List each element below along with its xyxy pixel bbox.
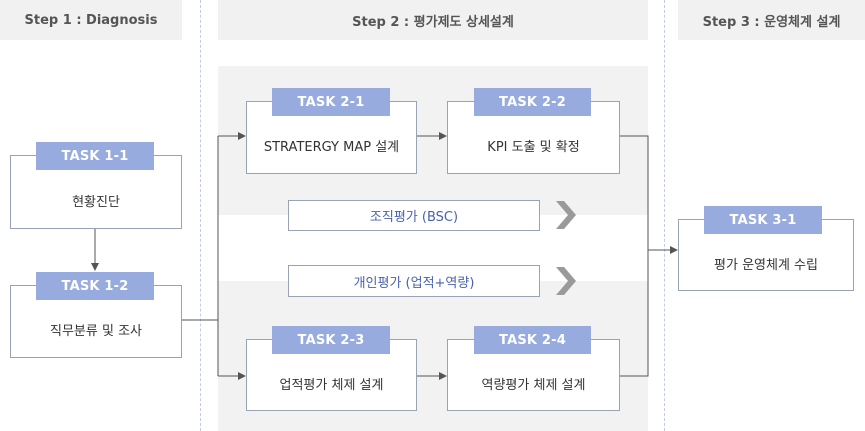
step-3-header: Step 3 : 운영체계 설계 — [678, 0, 865, 40]
task-2-3-label: 업적평가 체제 설계 — [279, 377, 384, 393]
task-2-1-label: STRATERGY MAP 설계 — [263, 140, 400, 155]
column-divider-2 — [664, 0, 665, 431]
task-1-2-label: 직무분류 및 조사 — [50, 324, 142, 339]
task-3-1-tab: TASK 3-1 — [704, 206, 822, 234]
individual-evaluation-box: 개인평가 (업적+역량) — [288, 265, 540, 297]
task-3-1-label: 평가 운영체계 수립 — [714, 257, 818, 273]
chevron-right-icon — [556, 201, 576, 229]
step-2-header: Step 2 : 평가제도 상세설계 — [218, 0, 648, 40]
task-2-4-label: 역량평가 체제 설계 — [481, 377, 586, 393]
task-1-1-label: 현황진단 — [72, 194, 120, 210]
task-1-2-tab: TASK 1-2 — [36, 272, 154, 300]
task-1-1-tab: TASK 1-1 — [36, 142, 154, 170]
org-evaluation-box: 조직평가 (BSC) — [288, 200, 540, 231]
task-2-4-tab: TASK 2-4 — [474, 326, 591, 354]
task-2-3-tab: TASK 2-3 — [272, 326, 390, 354]
task-2-2-label: KPI 도출 및 확정 — [487, 140, 580, 155]
task-2-1-tab: TASK 2-1 — [272, 88, 390, 116]
chevron-right-icon — [556, 267, 576, 295]
task-2-2-tab: TASK 2-2 — [474, 88, 591, 116]
step-1-header: Step 1 : Diagnosis — [0, 0, 182, 40]
column-divider-1 — [200, 0, 201, 431]
